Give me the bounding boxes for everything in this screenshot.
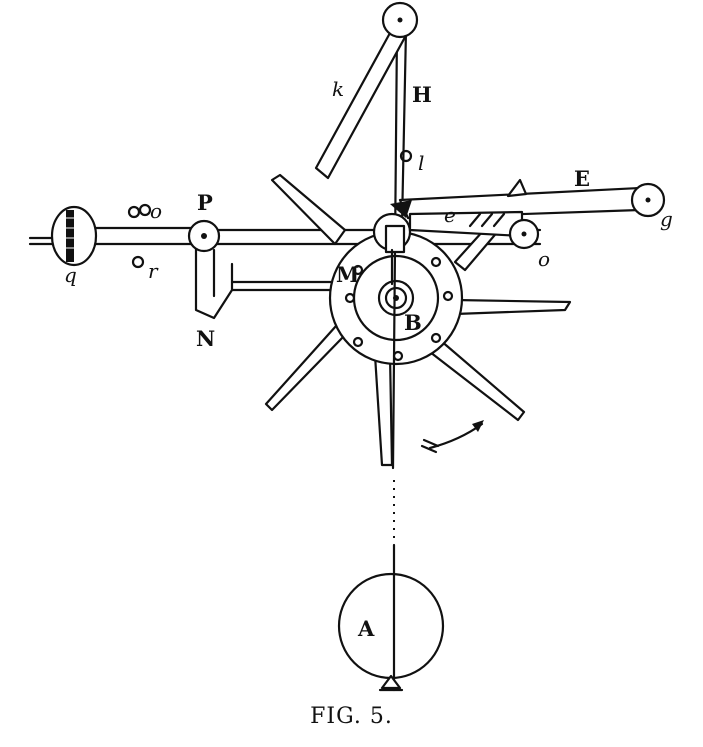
small-pins-o-r [127, 203, 152, 269]
label-E: E [574, 166, 590, 191]
label-g: g [660, 207, 673, 231]
label-A: A [357, 616, 375, 641]
central-collar [372, 200, 412, 286]
pendulum-bob-A [337, 572, 445, 692]
label-o-left: o [150, 199, 162, 223]
arm-e [408, 210, 540, 250]
label-o-right: o [538, 247, 550, 271]
figure-caption: FIG. 5. [310, 704, 393, 729]
label-l: l [418, 151, 424, 175]
label-B: B [404, 310, 422, 335]
label-e: e [444, 203, 456, 227]
label-N: N [196, 326, 215, 351]
label-P: P [197, 190, 213, 215]
rotation-arrow [420, 420, 484, 454]
star-wheel [328, 230, 464, 366]
label-r: r [148, 259, 159, 283]
label-H: H [412, 82, 432, 107]
label-k: k [332, 77, 344, 101]
screw-head-q [50, 205, 98, 267]
label-q: q [64, 263, 77, 287]
arm-E [398, 178, 666, 220]
label-M: M [336, 262, 359, 287]
arm-k [314, 1, 419, 180]
